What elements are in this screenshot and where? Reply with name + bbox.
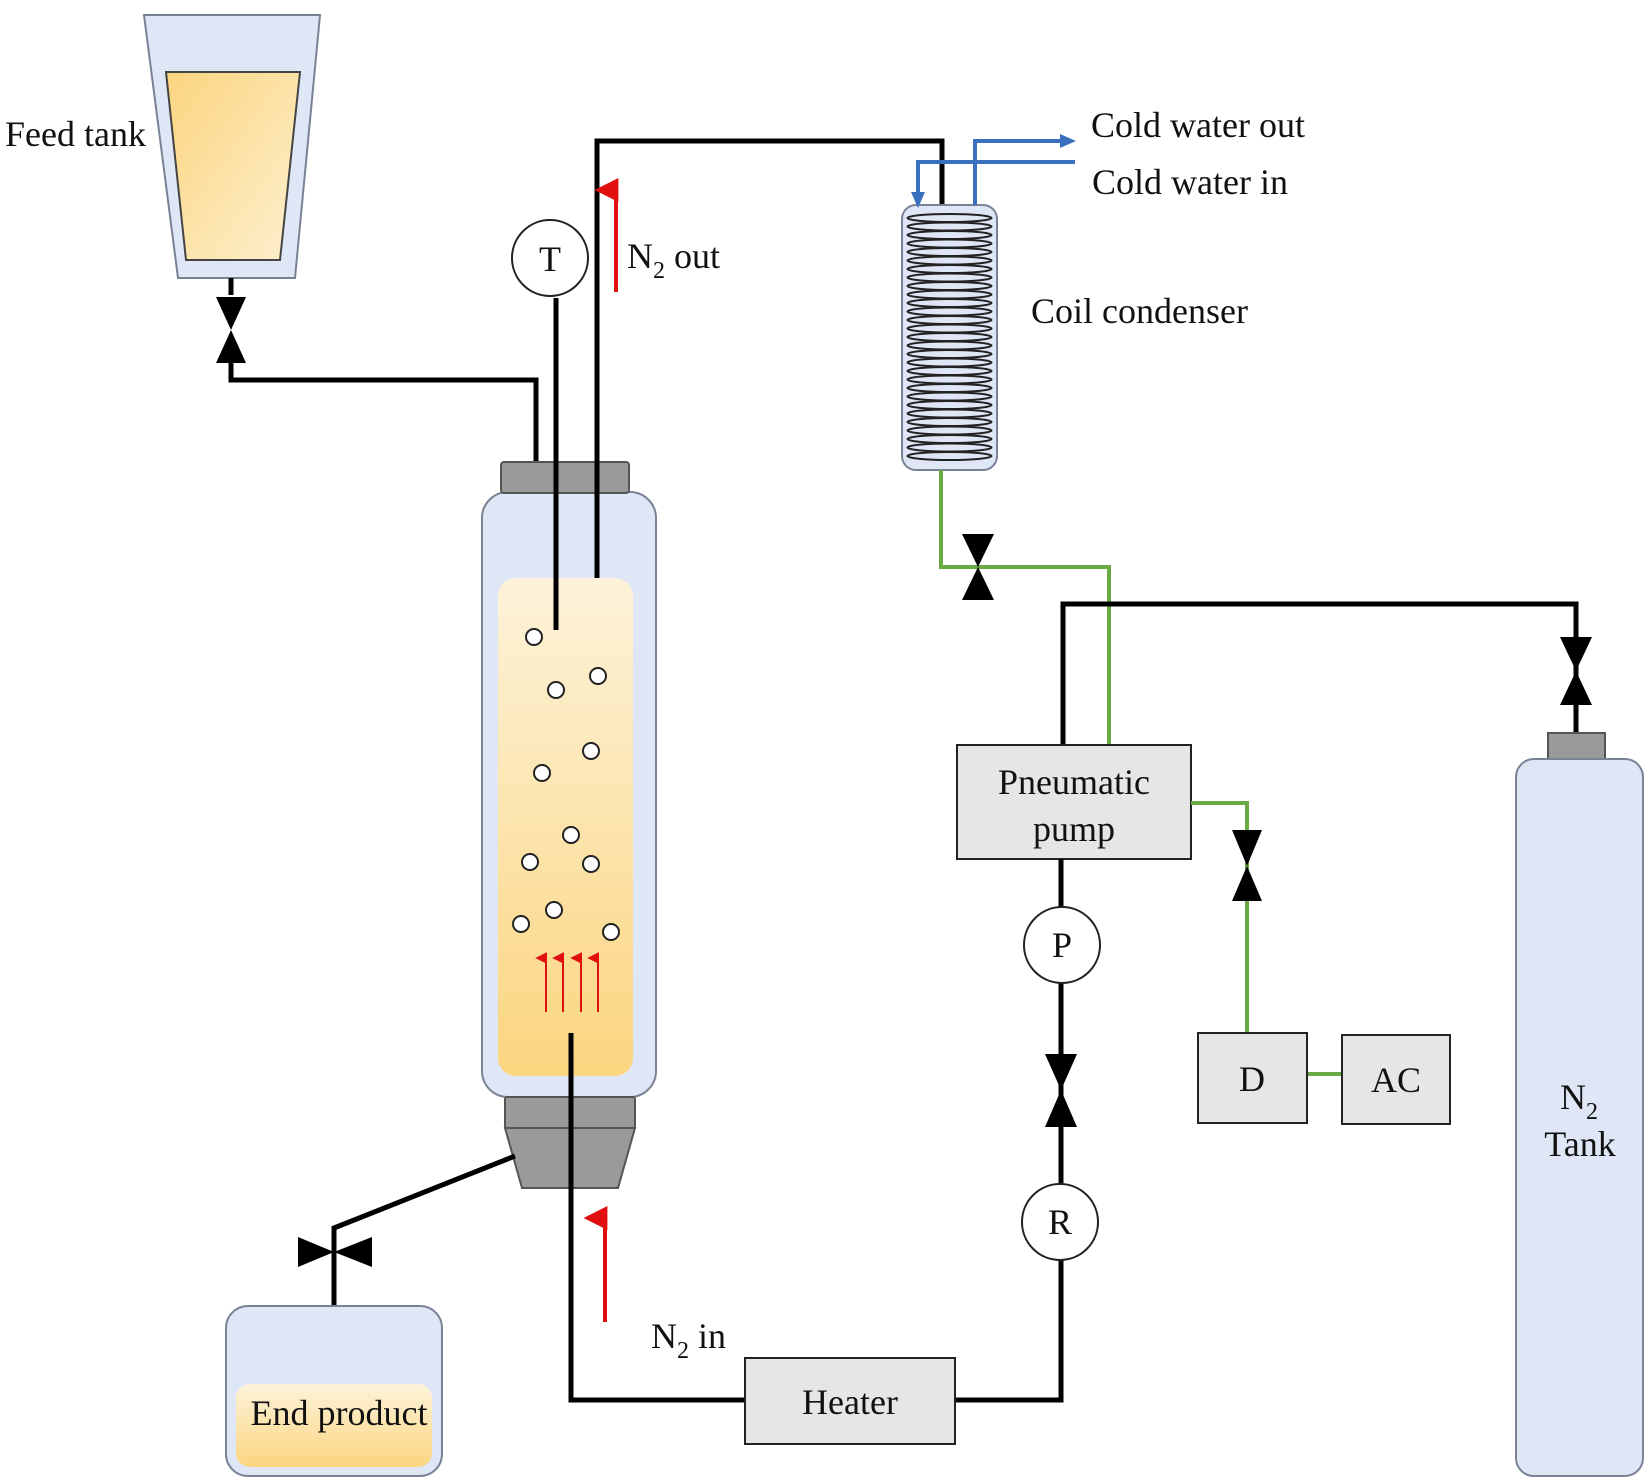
feed-tank-label: Feed tank bbox=[5, 114, 146, 154]
cold-water-in-label: Cold water in bbox=[1092, 162, 1288, 202]
air-line bbox=[1191, 801, 1249, 1033]
pneumatic-pump-label-line1: Pneumatic bbox=[998, 762, 1150, 802]
cold-water-out-line bbox=[973, 139, 1060, 205]
gas-valve-icon bbox=[1045, 1054, 1077, 1127]
temperature-gauge: T bbox=[511, 219, 589, 297]
n2-tank bbox=[1515, 732, 1644, 1477]
cold-water-in-line bbox=[916, 160, 1075, 195]
pneumatic-pump-label-line2: pump bbox=[1033, 809, 1115, 849]
n2-supply-line bbox=[1060, 601, 1579, 745]
n2-tank-valve-icon bbox=[1560, 637, 1592, 705]
regulator-label: R bbox=[1048, 1202, 1072, 1242]
feed-pipe bbox=[228, 363, 539, 540]
n2-out-pipe bbox=[594, 138, 945, 578]
dryer-label: D bbox=[1239, 1059, 1265, 1099]
feed-tank bbox=[142, 14, 322, 279]
n2-in-pipe bbox=[568, 1033, 745, 1403]
heater-supply-line bbox=[955, 859, 1064, 1403]
cold-water-out-arrowhead bbox=[1060, 134, 1076, 148]
feed-valve-icon bbox=[216, 278, 246, 363]
heater bbox=[744, 1357, 956, 1445]
drain-valve-icon bbox=[298, 1237, 372, 1267]
n2-out-label: N2 out bbox=[627, 236, 720, 284]
regulator: R bbox=[1021, 1183, 1099, 1261]
n2-in-label: N2 in bbox=[651, 1316, 726, 1364]
pressure-gauge: P bbox=[1023, 906, 1101, 984]
coil-loop bbox=[906, 451, 993, 461]
gas-bubbles bbox=[512, 628, 620, 941]
condenser-valve-icon bbox=[962, 534, 994, 600]
rising-gas-arrows bbox=[535, 952, 600, 1012]
drain-pipe bbox=[331, 1153, 516, 1332]
n2-tank-label-word: Tank bbox=[1544, 1124, 1615, 1164]
coil-condenser-label: Coil condenser bbox=[1031, 291, 1248, 331]
heater-label: Heater bbox=[802, 1382, 898, 1422]
n2-tank-label-formula: N2 bbox=[1560, 1077, 1598, 1125]
bubble-column-reactor bbox=[481, 461, 657, 1189]
cold-water-in-arrowhead bbox=[911, 192, 925, 208]
pressure-gauge-label: P bbox=[1052, 925, 1072, 965]
dryer bbox=[1197, 1032, 1308, 1124]
air-valve-icon bbox=[1232, 830, 1262, 901]
condensate-line bbox=[939, 470, 1111, 745]
air-compressor bbox=[1341, 1034, 1451, 1125]
coil-condenser bbox=[901, 204, 998, 471]
end-product-label: End product bbox=[251, 1393, 428, 1433]
end-product-vessel bbox=[225, 1305, 443, 1477]
air-compressor-label: AC bbox=[1371, 1060, 1421, 1100]
cold-water-out-label: Cold water out bbox=[1091, 105, 1305, 145]
temperature-gauge-label: T bbox=[539, 239, 561, 279]
